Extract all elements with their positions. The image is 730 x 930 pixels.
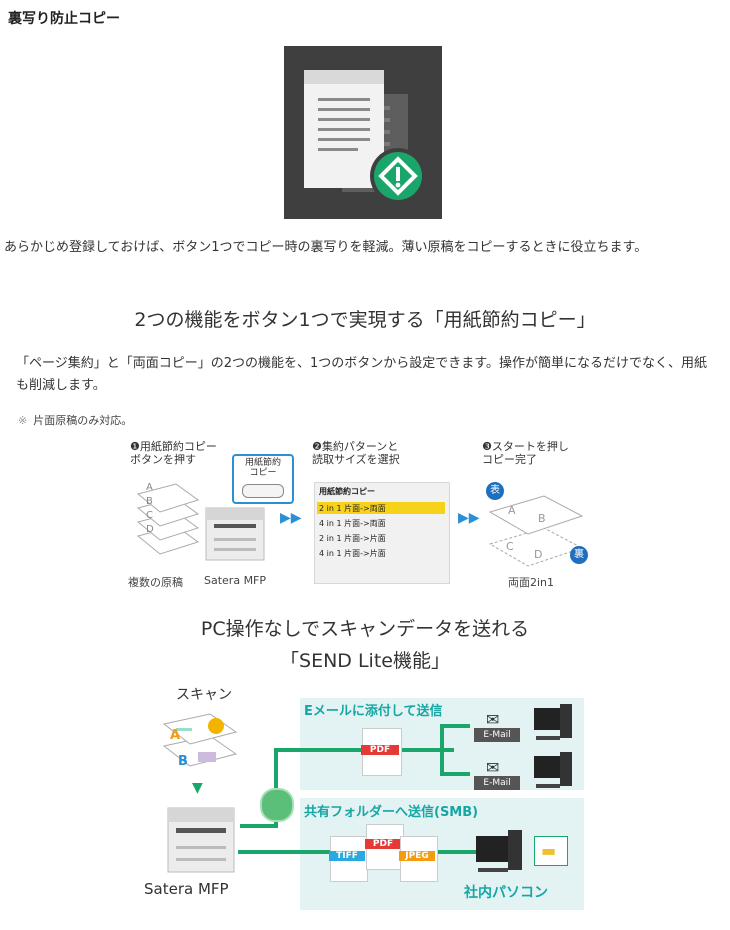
jpeg-label: JPEG <box>399 851 435 861</box>
page-letter-c: C <box>146 510 153 521</box>
pdf-file-icon: PDF <box>361 728 402 776</box>
mfp-caption: Satera MFP <box>204 574 267 587</box>
section1-description: あらかじめ登録しておけば、ボタン1つでコピー時の裏写りを軽減。薄い原稿をコピーす… <box>4 240 648 255</box>
email-badge: E-Mail <box>474 776 520 790</box>
page-letter-a: A <box>146 482 153 493</box>
scan-documents-icon <box>162 713 238 767</box>
page-letter-d: D <box>146 524 154 535</box>
menu-title: 用紙節約コピー <box>319 487 375 496</box>
button-label: 用紙節約 コピー <box>244 458 281 478</box>
back-badge: 裏 <box>570 546 588 564</box>
menu-item-selected <box>317 502 445 514</box>
paper-saving-diagram: ❶用紙節約コピー ボタンを押す ❷集約パターンと 読取サイズを選択 ❸スタートを… <box>120 440 610 590</box>
section-heading: 裏写り防止コピー <box>8 11 120 27</box>
step1-label: ❶用紙節約コピー ボタンを押す <box>130 440 217 466</box>
page-letter-a: A <box>508 504 516 517</box>
menu-item: 4 in 1 片面->両面 <box>319 519 386 528</box>
pc-label: 社内パソコン <box>464 885 548 901</box>
menu-item: 2 in 1 片面->両面 <box>319 504 386 513</box>
result-caption: 両面2in1 <box>508 576 555 589</box>
step2-label: ❷集約パターンと 読取サイズを選択 <box>312 440 400 466</box>
email-panel-title: Eメールに添付して送信 <box>304 704 443 719</box>
email-envelope-icon: ✉ E-Mail <box>474 758 520 792</box>
arrow-icon: ▶▶ <box>280 510 302 526</box>
printer-icon <box>205 507 265 561</box>
pc-icon <box>476 830 522 872</box>
page-letter-c: C <box>506 540 514 553</box>
send-lite-title-line2: 「SEND Lite機能」 <box>280 650 450 672</box>
originals-stack-icon <box>136 483 200 555</box>
menu-item: 2 in 1 片面->片面 <box>319 534 386 543</box>
menu-screen: 用紙節約コピー 2 in 1 片面->両面 4 in 1 片面->両面 2 in… <box>314 482 450 584</box>
pc-icon <box>534 752 572 788</box>
paper-saving-title: 2つの機能をボタン1つで実現する「用紙節約コピー」 <box>134 309 596 331</box>
paper-saving-button <box>242 484 284 498</box>
smb-panel-title: 共有フォルダーへ送信(SMB) <box>304 805 479 820</box>
originals-caption: 複数の原稿 <box>128 576 183 589</box>
note-mark: ※ <box>18 414 28 427</box>
step3-label: ❸スタートを押し コピー完了 <box>482 440 569 466</box>
down-arrow-icon: ▼ <box>192 780 203 796</box>
page-letter-b: B <box>538 512 546 525</box>
front-badge: 表 <box>486 482 504 500</box>
doc-letter-b: B <box>178 754 188 769</box>
pc-icon <box>534 704 572 740</box>
jpeg-file-icon: JPEG <box>399 836 438 882</box>
menu-item: 4 in 1 片面->片面 <box>319 549 386 558</box>
email-branch-bottom <box>440 772 470 776</box>
scan-label: スキャン <box>176 687 232 703</box>
tiff-file-icon: TIFF <box>329 836 368 882</box>
page-letter-b: B <box>146 496 153 507</box>
anti-show-through-icon <box>284 46 442 219</box>
duplex-result-icon <box>488 495 584 567</box>
note: ※ 片面原稿のみ対応。 <box>18 412 132 428</box>
arrow-icon: ▶▶ <box>458 510 480 526</box>
email-branch-top <box>440 724 470 728</box>
pdf-label: PDF <box>361 745 399 755</box>
paper-saving-button-callout: 用紙節約 コピー <box>232 454 294 504</box>
tiff-label: TIFF <box>329 851 365 861</box>
mfp-label: Satera MFP <box>144 880 229 898</box>
folder-icon: ▬ <box>534 836 568 866</box>
mfp-icon <box>167 807 235 873</box>
send-lite-title-line1: PC操作なしでスキャンデータを送れる <box>200 618 530 640</box>
email-envelope-icon: ✉ E-Mail <box>474 710 520 744</box>
note-text: 片面原稿のみ対応。 <box>33 414 133 427</box>
send-lite-diagram: Eメールに添付して送信 共有フォルダーへ送信(SMB) スキャン A B ▼ S… <box>140 684 586 914</box>
email-badge: E-Mail <box>474 728 520 742</box>
page-letter-d: D <box>534 548 543 561</box>
email-line-base <box>240 824 276 828</box>
email-branch-line <box>440 724 444 774</box>
paper-saving-description: 「ページ集約」と「両面コピー」の2つの機能を、1つのボタンから設定できます。操作… <box>16 356 707 393</box>
pdf-file-icon: PDF <box>365 824 404 870</box>
pdf-label: PDF <box>365 839 401 849</box>
globe-icon <box>260 788 294 822</box>
doc-letter-a: A <box>170 728 181 743</box>
